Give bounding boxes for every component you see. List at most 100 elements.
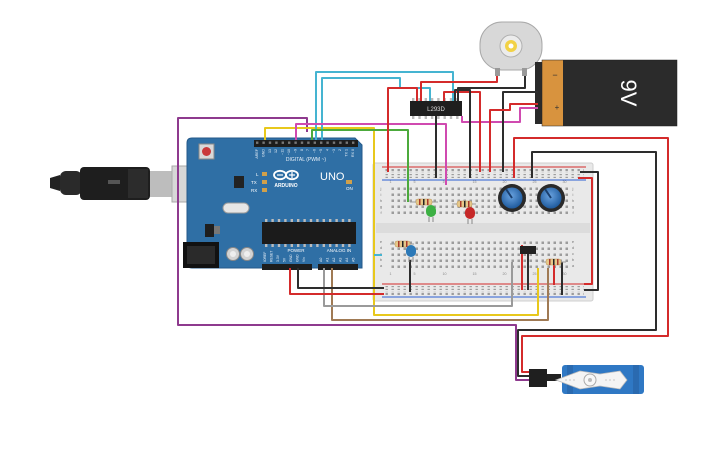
microcontroller-chip (262, 222, 356, 244)
digital-pin-label: 2 (338, 149, 342, 151)
led-icon (406, 245, 416, 262)
wire-motor-red (420, 76, 498, 101)
digital-pin-header (254, 140, 358, 147)
rx-label: RX (251, 188, 257, 193)
power-pin-label: Vin (302, 257, 306, 262)
column-number: 1 (390, 180, 392, 184)
analog-pin-label: A1 (326, 258, 330, 262)
digital-pin-label: ~9 (293, 149, 297, 153)
dc-motor-icon (479, 21, 543, 76)
analog-pin-label: A4 (345, 258, 349, 262)
digital-pin-label: ~3 (332, 149, 336, 153)
resistor-icon (410, 198, 438, 206)
column-number: 5 (414, 180, 416, 184)
analog-pin-label: A2 (332, 258, 336, 262)
digital-pin-label: 8 (300, 149, 304, 151)
row-letter: d (572, 245, 574, 250)
resistor-icon (452, 200, 476, 208)
digital-pin-label: AREF (255, 148, 259, 158)
board-name-label: UNO (320, 171, 345, 183)
column-number: 30 (563, 180, 567, 184)
row-letter: d (380, 245, 382, 250)
row-letter: e (380, 239, 383, 244)
wire-pink-1 (295, 123, 447, 185)
wire-cyan-2 (321, 77, 431, 140)
row-letter: b (380, 257, 383, 262)
wire-motor-black (457, 76, 526, 101)
analog-pin-label: A0 (319, 258, 323, 262)
digital-pin-label: ~6 (313, 149, 317, 153)
column-number: 15 (473, 272, 477, 276)
wires (177, 71, 669, 381)
column-number: 10 (443, 272, 447, 276)
digital-pin-label: GND (261, 149, 265, 157)
column-number: 25 (533, 272, 537, 276)
digital-pin-label: 13 (268, 149, 272, 153)
power-pin-label: 5V (283, 257, 287, 262)
row-letter: h (572, 198, 574, 203)
power-pin-label: RESET (270, 251, 274, 262)
breadboard-bottom-grid (388, 238, 568, 268)
wire-red-driver-2 (443, 91, 481, 172)
power-pin-label: GND (289, 254, 293, 262)
resistor-icon (542, 258, 566, 266)
row-letter: g (380, 204, 382, 209)
battery-9v: 9V − + (535, 59, 678, 127)
row-letter: f (380, 210, 382, 215)
wire-black-gnd (297, 268, 384, 289)
arduino-logo-icon (273, 169, 299, 181)
wire-red-5v (289, 268, 384, 295)
led-rx-icon (262, 188, 267, 192)
analog-pin-label: A5 (352, 258, 356, 262)
led-icon (465, 207, 475, 224)
row-letter: i (573, 192, 574, 197)
l293d-driver-ic: L293D (410, 98, 462, 119)
battery-label: 9V (616, 80, 641, 107)
reset-button-icon (202, 147, 211, 156)
power-header-label: POWER (287, 248, 305, 253)
wire-green-led (311, 129, 409, 202)
on-led-icon (346, 180, 352, 184)
digital-pin-label: ~10 (287, 149, 291, 155)
driver-ic-label: L293D (427, 107, 445, 113)
digital-pin-label: 4 (325, 149, 329, 151)
row-letter: j (572, 186, 574, 191)
led-tx-icon (262, 180, 267, 184)
wire-black-driver-2 (454, 89, 471, 178)
row-letter: f (572, 210, 574, 215)
row-letter: e (572, 239, 575, 244)
potentiometer-icon (537, 184, 565, 212)
wire-red-servo (513, 137, 669, 373)
power-pin-label: 3.3V (276, 254, 280, 262)
servo-motor-icon (529, 365, 644, 394)
wire-yellow-5v (264, 127, 539, 316)
column-number: 25 (533, 180, 537, 184)
column-number: 15 (473, 180, 477, 184)
column-number: 1 (390, 272, 392, 276)
row-letter: a (572, 263, 575, 268)
column-number: 10 (443, 180, 447, 184)
wire-red-driver (387, 87, 418, 172)
analog-pin-label: A3 (339, 258, 343, 262)
column-number: 20 (503, 272, 507, 276)
wire-black-rail (580, 171, 599, 291)
column-number: 30 (563, 272, 567, 276)
power-pin-label: IOREF (263, 252, 267, 262)
digital-pin-label: ~5 (319, 149, 323, 153)
wire-cyan-1 (315, 71, 454, 140)
power-pin-label: GND (296, 254, 300, 262)
digital-header-label: DIGITAL (PWM ~) (286, 157, 326, 163)
row-letter: g (572, 204, 574, 209)
on-label: ON (346, 186, 353, 191)
power-pin-header (262, 264, 312, 270)
row-letter: j (380, 186, 382, 191)
led-l-icon (262, 172, 267, 176)
row-letter: b (572, 257, 575, 262)
